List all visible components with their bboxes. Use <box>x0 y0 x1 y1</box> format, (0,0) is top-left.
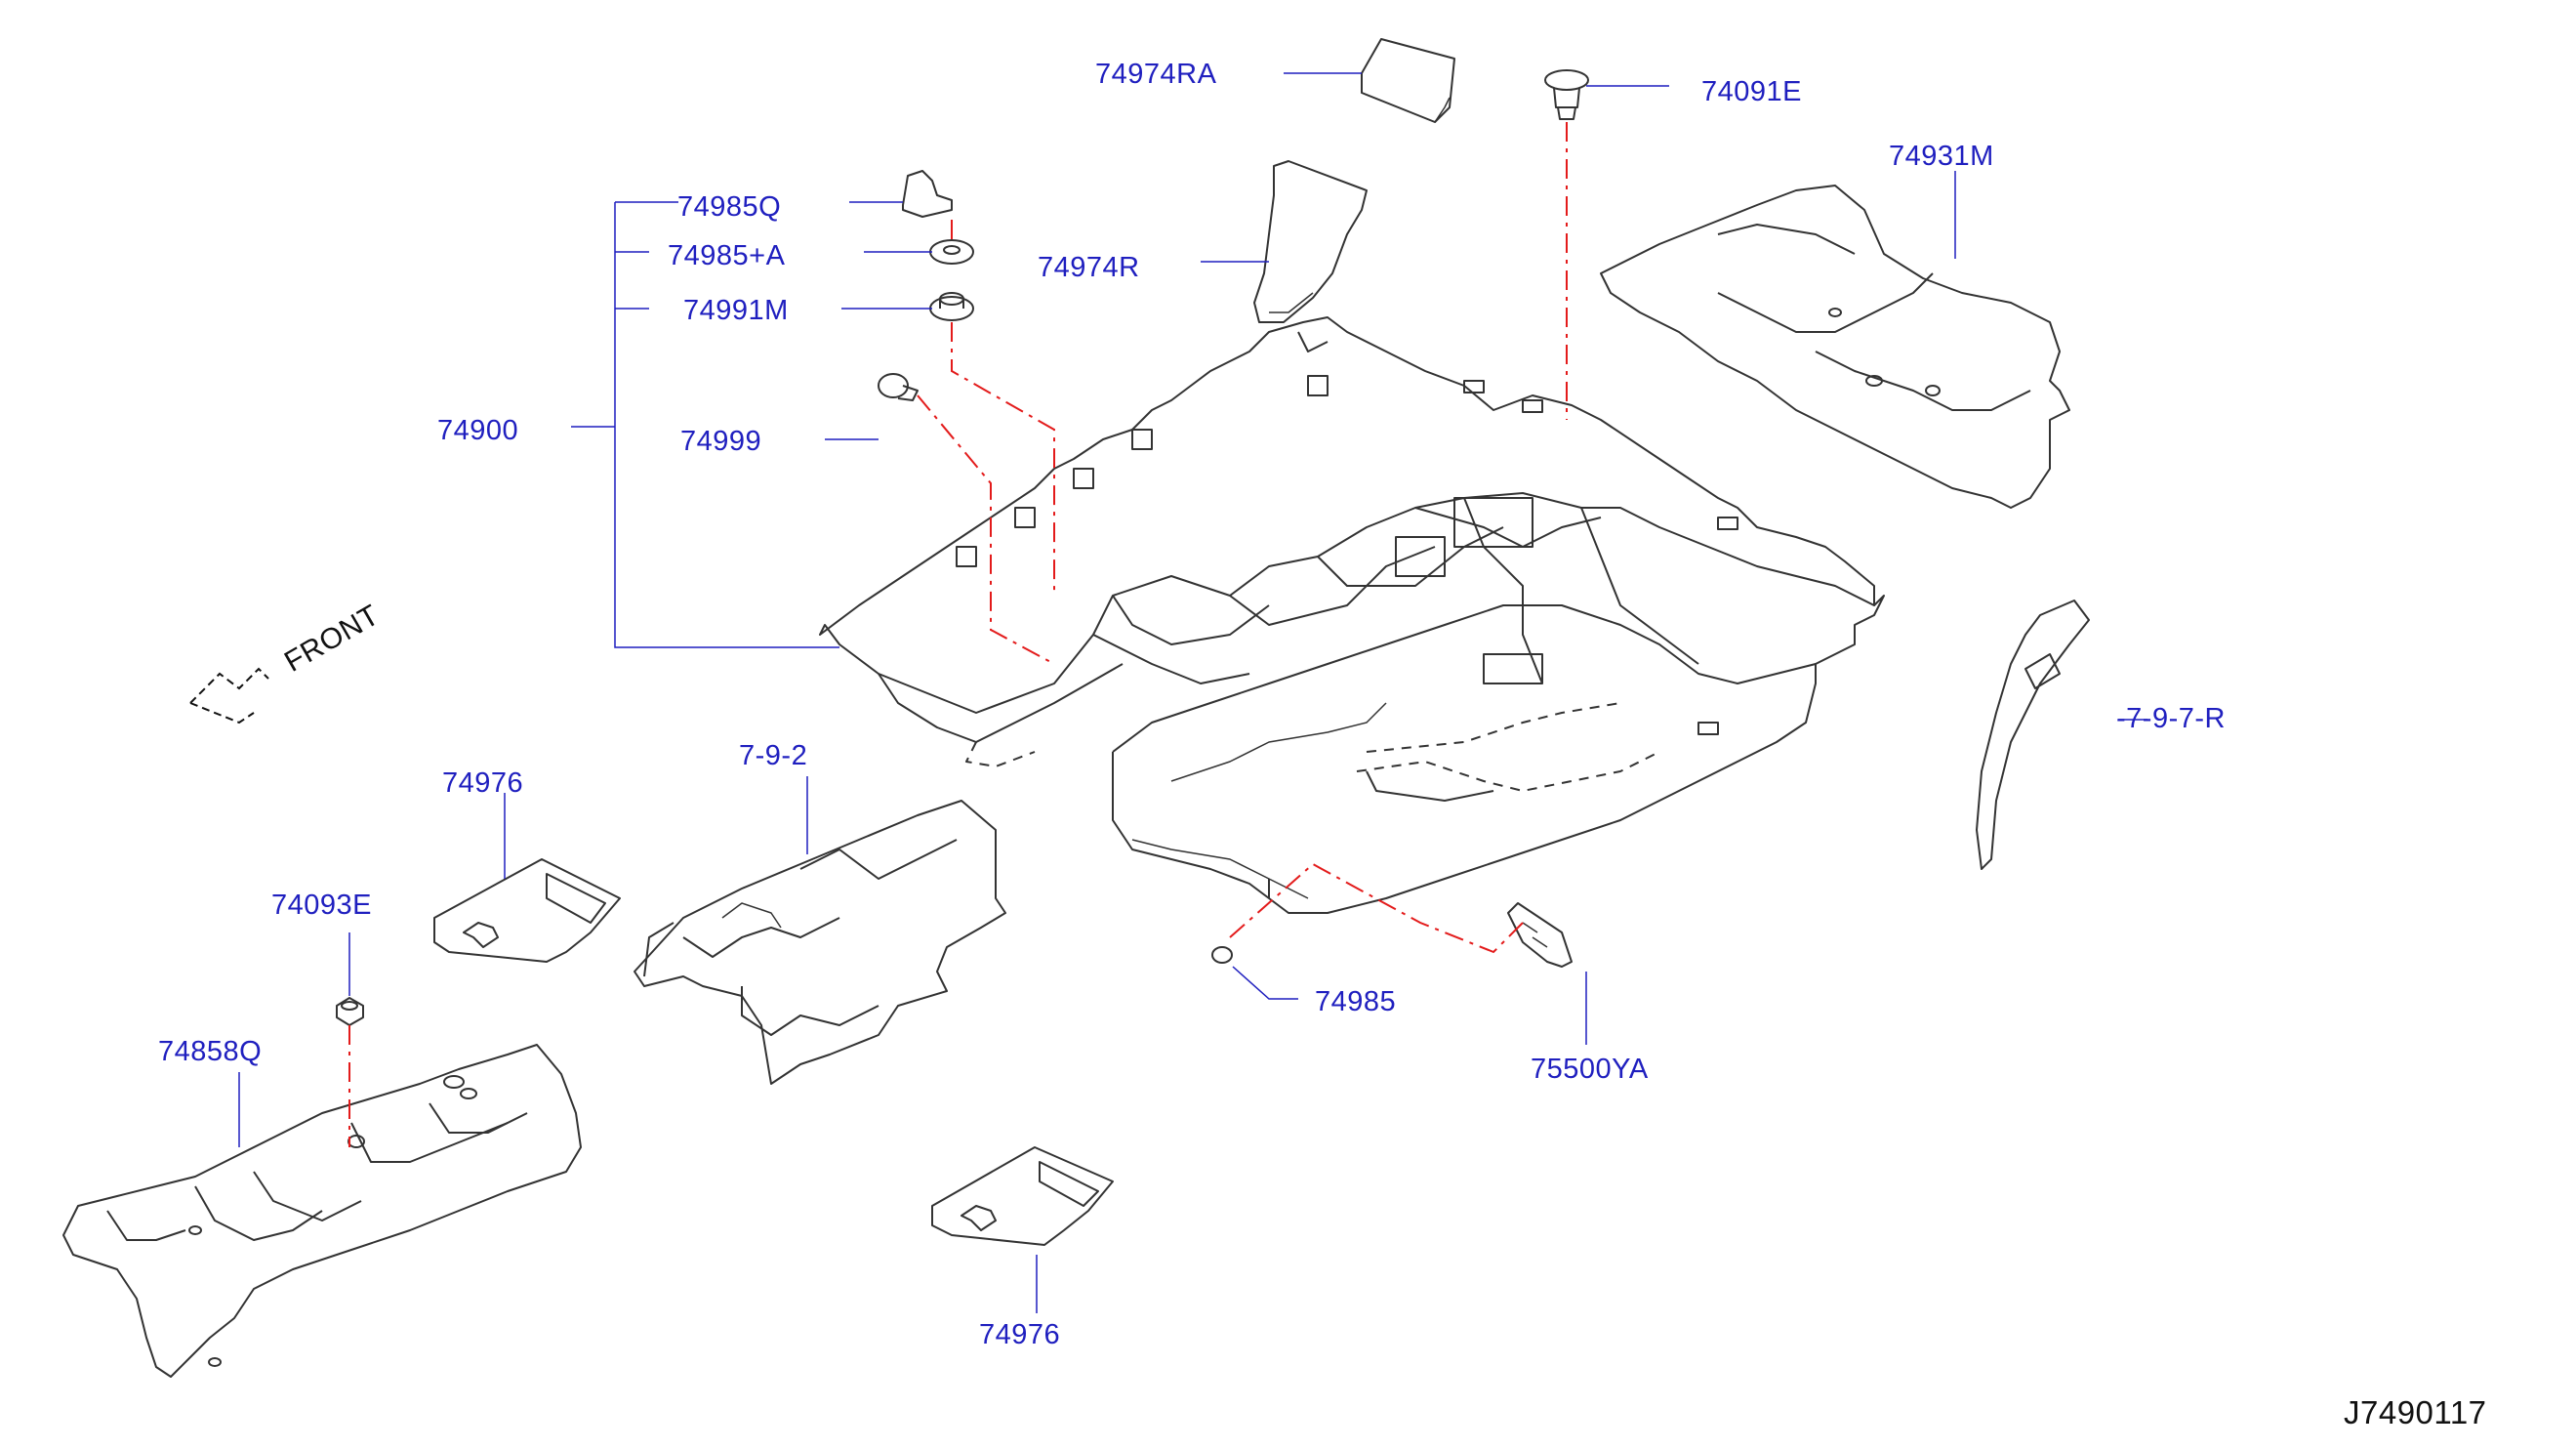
callout-leader-lines <box>238 72 2147 1313</box>
insulator-74858q <box>62 1044 582 1378</box>
callout-74999: 74999 <box>680 426 762 457</box>
assembly-guide-lines <box>348 122 1568 1147</box>
clip-74999 <box>878 373 919 401</box>
pad-74974ra <box>1361 38 1455 123</box>
callout-74985: 74985 <box>1315 986 1397 1017</box>
clip-74091e <box>1544 69 1589 120</box>
grommet-74991m <box>929 292 974 321</box>
washer-74985a <box>929 239 974 265</box>
hook-75500ya <box>1507 902 1573 968</box>
callout-74858q: 74858Q <box>158 1036 263 1067</box>
callout-74974ra: 74974RA <box>1095 59 1217 90</box>
callout-74976-lower: 74976 <box>979 1319 1061 1350</box>
callout-74900: 74900 <box>437 415 519 446</box>
hook-74985q <box>902 170 953 218</box>
washer-74985 <box>1211 946 1233 964</box>
nut-74093e <box>336 997 364 1026</box>
callout-74093e: 74093E <box>271 890 372 921</box>
callout-74974r: 74974R <box>1038 252 1140 283</box>
callout-74091e: 74091E <box>1701 76 1802 107</box>
callout-74931m: 74931M <box>1889 141 1994 172</box>
callout-74976-upper: 74976 <box>442 767 524 799</box>
callout-74985a: 74985+A <box>668 240 786 271</box>
rear-carpet-74931m <box>1600 185 2070 509</box>
mat-74976-upper <box>433 858 621 963</box>
center-carpet-piece <box>634 800 1006 1085</box>
floor-carpet-main <box>819 316 1885 914</box>
drawing-code: J7490117 <box>2344 1394 2487 1430</box>
pad-74974r <box>1253 160 1368 323</box>
callout-74991m: 74991M <box>683 295 789 326</box>
callout-right-pad: -7-9-7-R <box>2116 703 2226 734</box>
callout-center-piece: 7-9-2 <box>739 740 808 771</box>
pad-right-side <box>1976 600 2090 870</box>
mat-74976-lower <box>931 1146 1114 1246</box>
callout-75500ya: 75500YA <box>1531 1054 1649 1085</box>
callout-74985q: 74985Q <box>677 191 782 223</box>
front-arrow <box>189 667 269 724</box>
